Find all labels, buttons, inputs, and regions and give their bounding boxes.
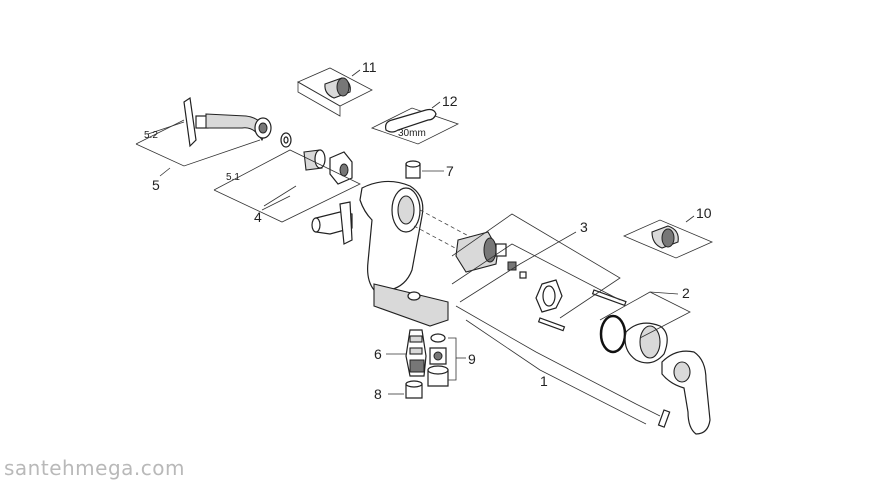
callout-5-2-bracket [147, 121, 185, 135]
callout-4: 4 [254, 209, 262, 225]
callout-12-leader [431, 101, 441, 109]
mixer-base-plate [373, 283, 449, 327]
part-10-group: 10 [622, 205, 714, 259]
part-8-group: 8 [374, 380, 423, 402]
handle-screw [657, 409, 671, 428]
part-10-frame [622, 219, 714, 259]
part-5-elbow [205, 113, 267, 142]
callout-1-bracket [455, 305, 661, 417]
wrench-icon [385, 108, 437, 133]
part-5-group: 5.2 5 [135, 96, 272, 193]
callout-2: 2 [682, 285, 690, 301]
callout-1: 1 [540, 373, 548, 389]
part-11-group: 11 [297, 59, 377, 117]
callout-7: 7 [446, 163, 454, 179]
callout-12: 12 [442, 93, 458, 109]
part-7-group: 7 [405, 160, 454, 179]
callout-5-1: 5.1 [226, 172, 240, 183]
callout-5: 5 [152, 177, 160, 193]
callout-3: 3 [580, 219, 588, 235]
callout-6: 6 [374, 346, 382, 362]
o-ring [599, 314, 627, 354]
part-9-group: 9 [427, 333, 476, 387]
part-11-frame-side [297, 81, 341, 117]
part-12-frame [370, 107, 460, 145]
callout-9-bracket [448, 337, 457, 381]
wrench-size-label: 30mm [398, 128, 426, 139]
callout-11: 11 [362, 59, 377, 75]
callout-8: 8 [374, 386, 382, 402]
callout-9: 9 [468, 351, 476, 367]
part-1-group: 1 [455, 305, 711, 435]
callout-5-1-bracket [213, 149, 361, 223]
screw-a [591, 289, 627, 307]
mixer-body-group [311, 180, 477, 327]
part-6-group: 6 [374, 329, 427, 377]
callout-2-bracket [599, 291, 691, 339]
callout-10: 10 [696, 205, 712, 221]
watermark: santehmega.com [4, 456, 185, 480]
screw-b [537, 317, 566, 332]
part-2-group: 2 [599, 285, 691, 364]
part-12-group: 30mm 12 [370, 93, 460, 145]
callout-5-2: 5.2 [144, 130, 158, 141]
part-5-2-flange [183, 96, 197, 148]
part-3-group: 3 [451, 213, 627, 332]
callout-11-leader [351, 69, 361, 77]
callout-3-bracket [451, 213, 621, 319]
part-9-washer [430, 333, 446, 343]
part-4-group: 5.1 4 [213, 132, 361, 225]
